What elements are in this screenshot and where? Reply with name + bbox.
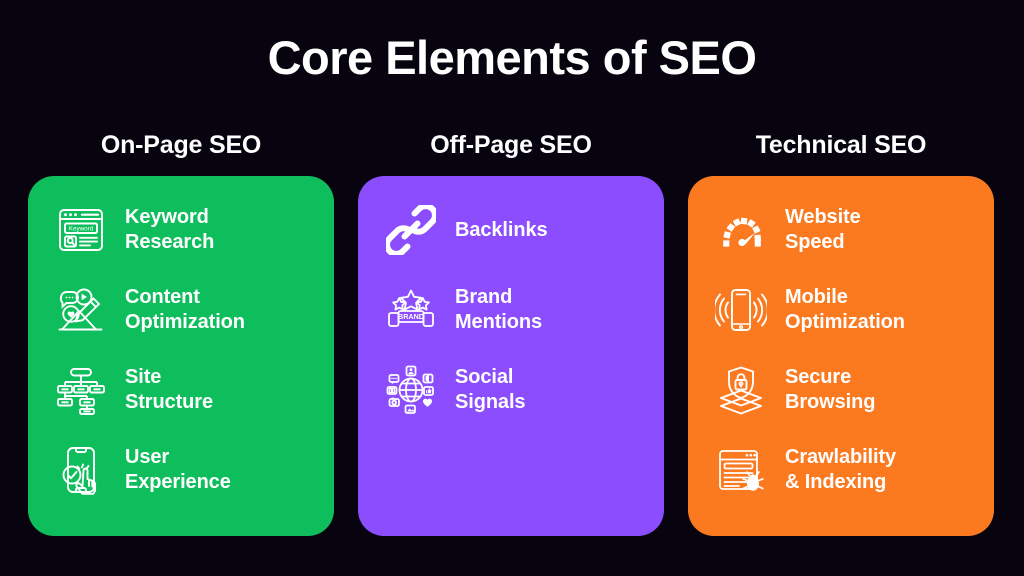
list-item-label: Content Optimization (125, 286, 245, 333)
svg-text:BRAND: BRAND (398, 312, 424, 321)
keyword-research-icon: Keyword (50, 199, 112, 261)
list-item-label: Brand Mentions (455, 286, 542, 333)
mobile-optimization-icon (710, 279, 772, 341)
user-experience-icon (50, 439, 112, 501)
card-off-page-seo[interactable]: Backlinks BRAND Brand Mentions (358, 176, 664, 536)
list-item[interactable]: Crawlability & Indexing (688, 430, 994, 510)
svg-text:Keyword: Keyword (69, 226, 94, 233)
backlinks-chain-icon (380, 199, 442, 261)
social-signals-icon (380, 359, 442, 421)
crawlability-indexing-icon (710, 439, 772, 501)
list-item[interactable]: Website Speed (688, 190, 994, 270)
list-item[interactable]: Social Signals (358, 350, 664, 430)
list-item-label: Mobile Optimization (785, 286, 905, 333)
list-item-label: User Experience (125, 446, 231, 493)
list-item[interactable]: User Experience (28, 430, 334, 510)
list-item-label: Backlinks (455, 218, 548, 241)
list-item[interactable]: Mobile Optimization (688, 270, 994, 350)
site-structure-icon (50, 359, 112, 421)
column-heading-on-page-seo: On-Page SEO (100, 131, 262, 159)
list-item-label: Website Speed (785, 206, 861, 253)
list-item[interactable]: Backlinks (358, 190, 664, 270)
list-item-label: Crawlability & Indexing (785, 446, 897, 493)
secure-browsing-shield-icon (710, 359, 772, 421)
list-item[interactable]: Site Structure (28, 350, 334, 430)
page-title: Core Elements of SEO (267, 31, 757, 84)
column-heading-off-page-seo: Off-Page SEO (430, 131, 592, 159)
card-on-page-seo[interactable]: Keyword Keyword Research (28, 176, 334, 536)
list-item[interactable]: Keyword Keyword Research (28, 190, 334, 270)
list-item-label: Secure Browsing (785, 366, 876, 413)
list-item-label: Keyword Research (125, 206, 215, 253)
brand-mentions-icon: BRAND (380, 279, 442, 341)
list-item[interactable]: Content Optimization (28, 270, 334, 350)
content-optimization-icon (50, 279, 112, 341)
website-speed-gauge-icon (710, 199, 772, 261)
column-heading-technical-seo: Technical SEO (755, 131, 927, 159)
list-item-label: Site Structure (125, 366, 214, 413)
card-technical-seo[interactable]: Website Speed (688, 176, 994, 536)
list-item-label: Social Signals (455, 366, 526, 413)
list-item[interactable]: Secure Browsing (688, 350, 994, 430)
list-item[interactable]: BRAND Brand Mentions (358, 270, 664, 350)
